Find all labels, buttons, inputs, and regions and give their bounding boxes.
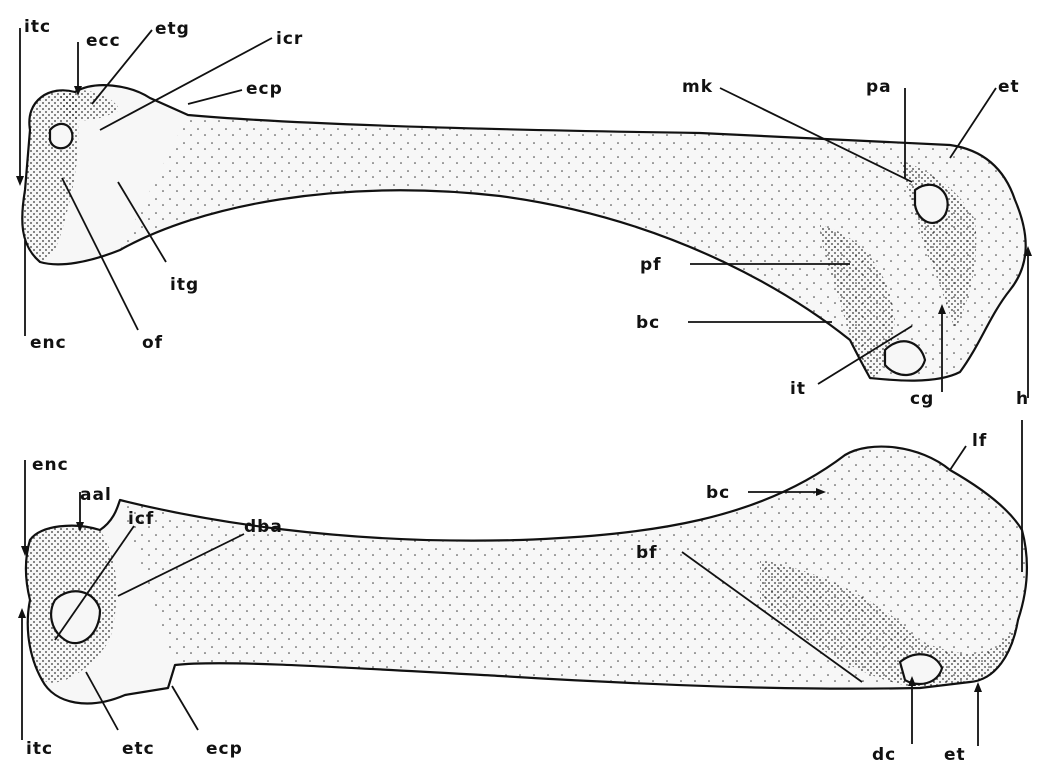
label-of-top: of (142, 333, 163, 353)
label-bf-bottom: bf (636, 543, 658, 563)
label-lf-bottom: lf (972, 431, 987, 451)
upper-bone-view (22, 85, 1025, 380)
label-bc-top: bc (636, 313, 660, 333)
label-ecp-bottom: ecp (206, 739, 243, 759)
label-enc-top: enc (30, 333, 67, 353)
label-et-bottom: et (944, 745, 966, 765)
label-mk-top: mk (682, 77, 713, 97)
label-ecc-top: ecc (86, 31, 121, 51)
label-etg-top: etg (155, 19, 190, 39)
label-enc-bottom: enc (32, 455, 69, 475)
label-etc-bottom: etc (122, 739, 155, 759)
lower-bone-view (26, 447, 1027, 704)
label-pa-top: pa (866, 77, 892, 97)
label-et-top: et (998, 77, 1020, 97)
label-itc-bottom: itc (26, 739, 53, 759)
label-icf-bottom: icf (128, 509, 154, 529)
label-h-top: h (1016, 389, 1029, 409)
label-dc-bottom: dc (872, 745, 896, 765)
label-itg-top: itg (170, 275, 199, 295)
label-ecp-top: ecp (246, 79, 283, 99)
label-icr-top: icr (276, 29, 303, 49)
label-dba-bottom: dba (244, 517, 283, 537)
label-it-top: it (790, 379, 806, 399)
label-aal-bottom: aal (80, 485, 112, 505)
label-itc-top: itc (24, 17, 51, 37)
label-pf-top: pf (640, 255, 662, 275)
label-bc-bottom: bc (706, 483, 730, 503)
label-cg-top: cg (910, 389, 934, 409)
